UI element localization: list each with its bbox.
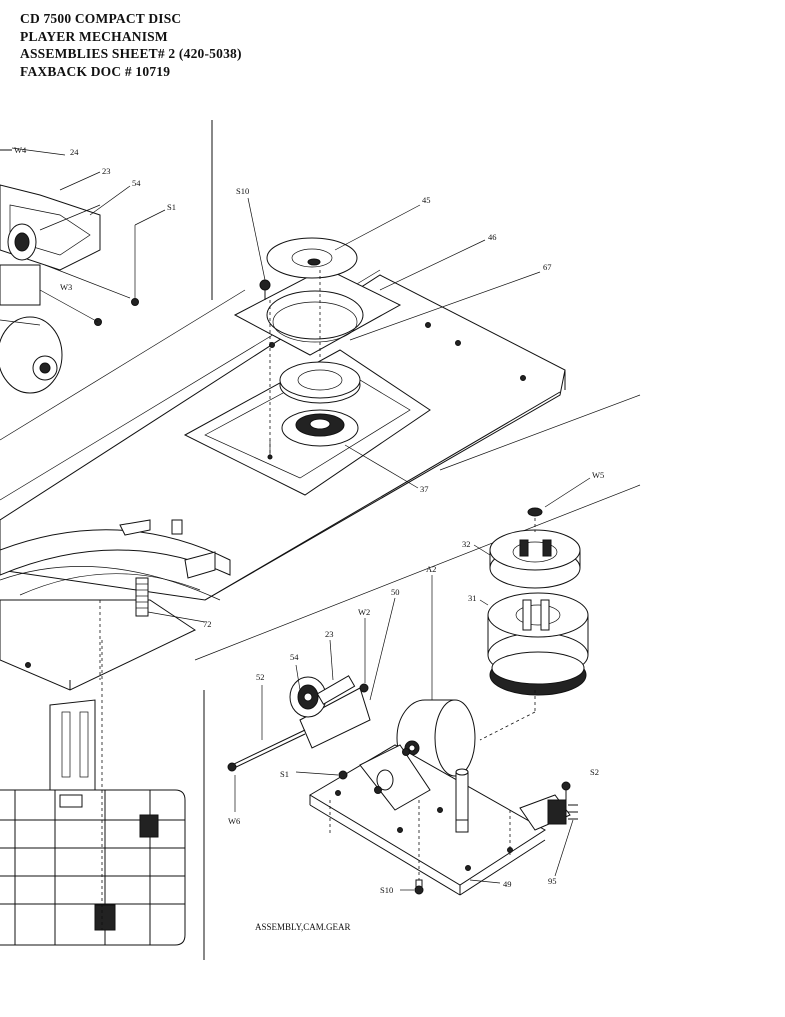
header-line-1: CD 7500 COMPACT DISC bbox=[20, 11, 182, 26]
washer-w5 bbox=[527, 507, 543, 517]
worm-gear-bracket bbox=[289, 675, 371, 749]
label-s2: S2 bbox=[590, 767, 599, 777]
label-s1-lower: S1 bbox=[280, 769, 289, 779]
mounting-plate-49 bbox=[309, 744, 546, 896]
label-w6: W6 bbox=[228, 816, 240, 826]
screw-s10-lower bbox=[414, 879, 424, 895]
label-37: 37 bbox=[420, 484, 429, 494]
label-w2: W2 bbox=[358, 607, 370, 617]
label-45: 45 bbox=[422, 195, 431, 205]
shaft-pin bbox=[455, 768, 469, 833]
screw-s2 bbox=[561, 781, 571, 800]
disc-clamp bbox=[266, 237, 358, 279]
header-line-4: FAXBACK DOC # 10719 bbox=[20, 63, 171, 79]
cam-cap-32 bbox=[489, 529, 581, 589]
screw-s1-lower bbox=[338, 770, 348, 780]
document-header: CD 7500 COMPACT DISC PLAYER MECHANISM AS… bbox=[20, 10, 242, 80]
diagram-caption: ASSEMBLY,CAM.GEAR bbox=[255, 922, 350, 932]
label-49: 49 bbox=[503, 879, 512, 889]
label-46: 46 bbox=[488, 232, 497, 242]
bracket-on-plate bbox=[359, 744, 431, 811]
label-95: 95 bbox=[548, 876, 557, 886]
label-w5: W5 bbox=[592, 470, 604, 480]
label-23: 23 bbox=[102, 166, 111, 176]
shaft-52 bbox=[227, 729, 306, 772]
pickup-sled-assembly bbox=[0, 184, 101, 394]
label-a2: A2 bbox=[426, 564, 436, 574]
label-67: 67 bbox=[543, 262, 552, 272]
switch-95 bbox=[519, 794, 578, 831]
turntable-platform bbox=[183, 349, 431, 496]
label-52: 52 bbox=[256, 672, 265, 682]
label-31: 31 bbox=[468, 593, 477, 603]
disc-clamp-plate bbox=[233, 267, 402, 356]
label-54: 54 bbox=[132, 178, 141, 188]
sub-tray bbox=[0, 519, 231, 691]
label-s1-top: S1 bbox=[167, 202, 176, 212]
label-72: 72 bbox=[203, 619, 212, 629]
label-s10-lower: S10 bbox=[380, 885, 393, 895]
grid-tray bbox=[0, 699, 186, 946]
spring-72 bbox=[135, 577, 206, 623]
label-32: 32 bbox=[462, 539, 471, 549]
label-54-lower: 54 bbox=[290, 652, 299, 662]
cam-gear-31 bbox=[487, 592, 589, 696]
header-line-3: ASSEMBLIES SHEET# 2 (420-5038) bbox=[20, 46, 242, 61]
label-24: 24 bbox=[70, 147, 79, 157]
label-w3: W3 bbox=[60, 282, 72, 292]
label-50: 50 bbox=[391, 587, 400, 597]
label-w4: W4 bbox=[14, 145, 27, 155]
label-s10-top: S10 bbox=[236, 186, 249, 196]
header-line-2: PLAYER MECHANISM bbox=[20, 28, 168, 44]
label-23-lower: 23 bbox=[325, 629, 334, 639]
